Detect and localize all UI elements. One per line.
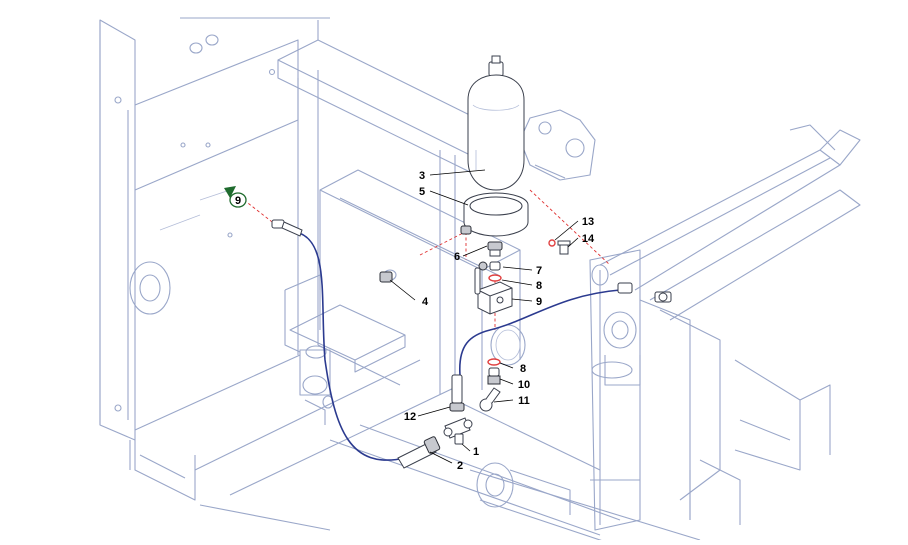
callout-1: 1	[473, 446, 479, 458]
triangle-flag-icon	[224, 186, 236, 198]
adapter-part	[487, 367, 501, 385]
bolt-part	[557, 240, 571, 255]
callout-5: 5	[419, 186, 425, 198]
washer-part	[548, 239, 556, 247]
reference-flag-label: 9	[235, 195, 241, 207]
callout-9: 9	[536, 296, 542, 308]
hose-end-part	[397, 436, 441, 469]
hose-fitting-part	[449, 374, 465, 412]
callout-2: 2	[457, 460, 463, 472]
callout-3: 3	[419, 170, 425, 182]
callout-14: 14	[582, 233, 595, 245]
reference-flag: 9	[224, 186, 247, 208]
ring-part	[460, 192, 529, 237]
callout-10: 10	[518, 379, 530, 391]
callout-13: 13	[582, 216, 594, 228]
tee-part	[443, 417, 473, 445]
reference-lines	[243, 189, 611, 330]
callouts: 3 5 13 14 6 7 8 9 4 8 10 11 12 1 2	[404, 170, 595, 472]
callout-12: 12	[404, 411, 416, 423]
machine-frame	[99, 17, 861, 545]
left-hose-fitting-part	[271, 219, 303, 237]
callout-8-upper: 8	[536, 280, 542, 292]
elbow-part	[479, 387, 501, 412]
callout-8-lower: 8	[520, 363, 526, 375]
hydraulic-hoses	[295, 231, 621, 461]
ball-part	[478, 261, 488, 271]
right-hose-fitting-part	[617, 282, 672, 303]
callout-7: 7	[536, 265, 542, 277]
parts	[271, 55, 672, 469]
callout-11: 11	[518, 395, 530, 407]
callout-4: 4	[422, 296, 429, 308]
accumulator-part	[467, 55, 525, 191]
valve-block-part	[474, 267, 513, 315]
nut-part	[487, 241, 503, 257]
hose-right	[459, 289, 621, 376]
hose-left	[295, 231, 406, 461]
lock-nut-part	[379, 271, 393, 283]
leader-lines	[389, 169, 579, 464]
callout-6: 6	[454, 251, 460, 263]
